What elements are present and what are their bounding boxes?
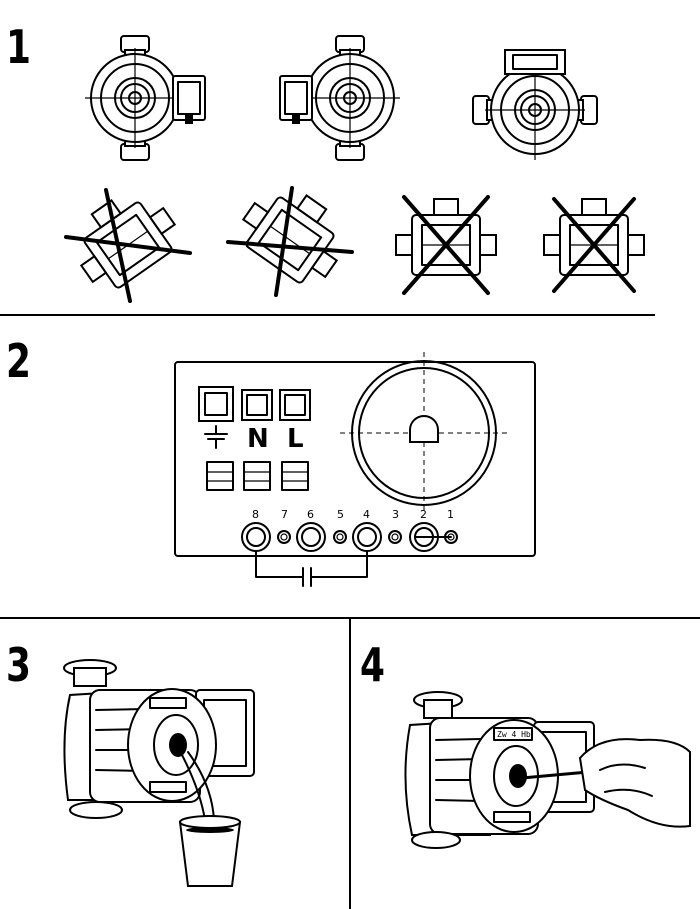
step-number-1: 1 xyxy=(6,20,31,74)
terminal-label-6: 6 xyxy=(307,508,314,521)
divider-step3-step4 xyxy=(349,617,351,909)
clamp-blocks xyxy=(206,461,309,491)
pump-correct-orientation-3 xyxy=(472,49,598,161)
pump-correct-orientation-1 xyxy=(84,35,206,161)
nameplate-text: Zw 4 Hb xyxy=(497,730,531,739)
terminal-label-4: 4 xyxy=(363,508,370,521)
motor-cover-circle xyxy=(340,352,508,512)
terminal-label-1: 1 xyxy=(447,508,454,521)
terminal-label-2: 2 xyxy=(420,508,427,521)
step-number-4: 4 xyxy=(360,638,385,692)
terminal-sockets xyxy=(241,522,458,552)
capacitor-wiring xyxy=(255,550,368,587)
pump-incorrect-orientation-1 xyxy=(59,177,192,303)
pump-draining-illustration xyxy=(63,659,255,887)
terminal-label-7: 7 xyxy=(281,508,288,521)
label-live: L xyxy=(287,424,304,454)
ground-symbol xyxy=(204,425,228,449)
pump-correct-orientation-2 xyxy=(279,35,401,161)
terminal-label-3: 3 xyxy=(392,508,399,521)
terminal-block: N L 8 7 6 5 4 3 2 1 xyxy=(174,352,536,587)
divider-step1-step2 xyxy=(0,314,655,316)
terminal-label-8: 8 xyxy=(252,508,259,521)
step-number-2: 2 xyxy=(6,334,31,388)
pump-incorrect-orientation-4 xyxy=(543,197,645,293)
main-terminals xyxy=(198,386,311,422)
label-neutral: N xyxy=(247,424,269,454)
pump-incorrect-orientation-2 xyxy=(226,172,359,297)
pump-screwdriver-illustration: Zw 4 Hb xyxy=(404,691,691,849)
step-number-3: 3 xyxy=(6,638,31,692)
pump-incorrect-orientation-3 xyxy=(395,195,497,295)
terminal-label-5: 5 xyxy=(337,508,344,521)
